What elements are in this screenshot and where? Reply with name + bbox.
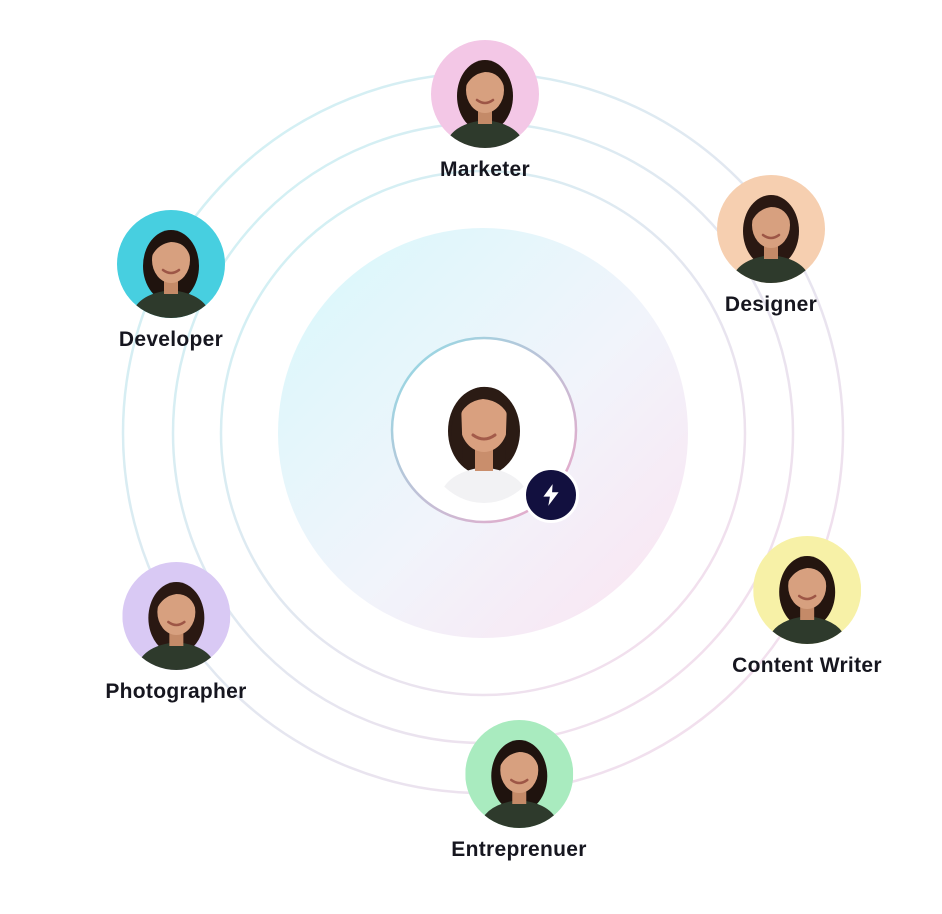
photographer-avatar <box>122 562 230 670</box>
marketer-label: Marketer <box>440 158 530 181</box>
role-node-entreprenuer: Entreprenuer <box>451 720 586 862</box>
designer-avatar <box>717 175 825 283</box>
content-writer-avatar <box>753 536 861 644</box>
entreprenuer-avatar <box>465 720 573 828</box>
designer-label: Designer <box>724 293 818 316</box>
center-avatar <box>421 357 547 503</box>
inner-orbit-ring <box>219 169 747 697</box>
entreprenuer-label: Entreprenuer <box>451 838 587 861</box>
developer-label: Developer <box>118 328 224 351</box>
content-writer-label: Content Writer <box>732 654 882 677</box>
role-node-designer: Designer <box>717 175 825 317</box>
role-node-developer: Developer <box>117 210 225 352</box>
role-node-content-writer: Content Writer <box>732 536 882 678</box>
developer-avatar <box>117 210 225 318</box>
lightning-bolt-icon <box>523 467 579 523</box>
photographer-label: Photographer <box>105 680 247 703</box>
marketer-avatar <box>431 40 539 148</box>
role-node-photographer: Photographer <box>105 562 246 704</box>
role-node-marketer: Marketer <box>431 40 539 182</box>
